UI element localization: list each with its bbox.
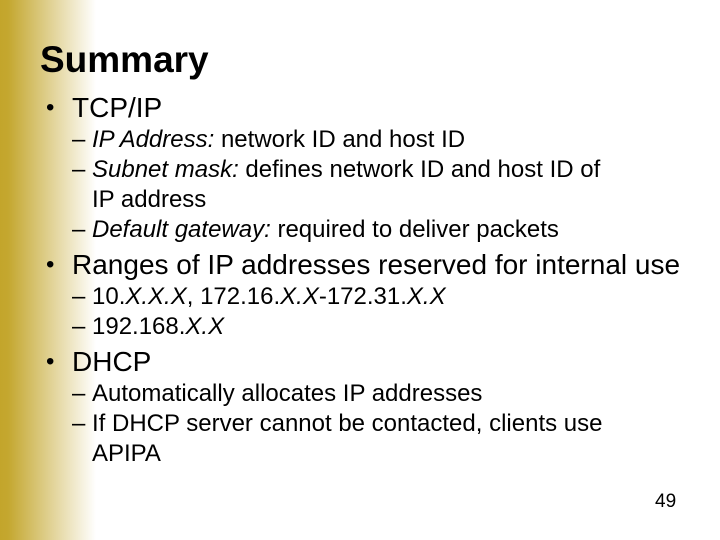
bullet-item-heading: • Ranges of IP addresses reserved for int… [0,248,720,282]
sub-bullet-item: – Default gateway: required to deliver p… [0,215,720,245]
text-segment: required to deliver packets [270,216,559,243]
sub-bullet-line: If DHCP server cannot be contacted, clie… [92,409,602,439]
bullet-block-dhcp: • DHCP – Automatically allocates IP addre… [0,345,720,469]
sub-bullet-line: Subnet mask: defines network ID and host… [92,155,600,185]
text-segment: network ID and host ID [214,126,466,153]
text-segment: 192.168. [92,313,186,340]
text-segment: X.X [185,313,225,340]
sub-bullet-text: 192.168.X.X [92,312,224,342]
text-segment: IP address [92,186,207,213]
sub-bullet-item: – Automatically allocates IP addresses [0,379,720,409]
heading-label: Ranges of IP addresses reserved for inte… [72,249,681,280]
sub-bullet-line: 10.X.X.X, 172.16.X.X-172.31.X.X [92,282,446,312]
bullet-icon: • [46,94,55,121]
sub-bullet-item: – 192.168.X.X [0,312,720,342]
dash-icon: – [72,380,86,407]
text-segment: defines network ID and host ID of [238,156,601,183]
sub-bullet-item: – If DHCP server cannot be contacted, cl… [0,409,720,469]
bullet-item-heading: • DHCP [0,345,720,379]
sub-bullet-text: IP Address: network ID and host ID [92,125,465,155]
sub-bullet-text: Automatically allocates IP addresses [92,379,482,409]
text-segment: Automatically allocates IP addresses [92,380,483,407]
bullet-item-heading: • TCP/IP [0,91,720,125]
left-gradient-bar [0,0,96,540]
sub-bullet-item: – Subnet mask: defines network ID and ho… [0,155,720,215]
heading-label: TCP/IP [72,92,163,123]
text-segment: IP Address: [92,126,215,153]
dash-icon: – [72,283,86,310]
dash-icon: – [72,313,86,340]
sub-bullet-item: – IP Address: network ID and host ID [0,125,720,155]
sub-bullet-text: Subnet mask: defines network ID and host… [92,155,600,215]
sub-bullet-line: 192.168.X.X [92,312,224,342]
dash-icon: – [72,126,86,153]
text-segment: X.X [406,283,446,310]
sub-bullet-line: Default gateway: required to deliver pac… [92,215,559,245]
dash-icon: – [72,216,86,243]
text-segment: Subnet mask: [92,156,239,183]
bullet-icon: • [46,251,55,278]
text-segment: 10. [92,283,126,310]
text-segment: APIPA [92,440,161,467]
dash-icon: – [72,410,86,437]
sub-bullet-text: 10.X.X.X, 172.16.X.X-172.31.X.X [92,282,446,312]
text-segment: , 172.16. [186,283,281,310]
dash-icon: – [72,156,86,183]
sub-bullet-item: – 10.X.X.X, 172.16.X.X-172.31.X.X [0,282,720,312]
bullet-block-ranges: • Ranges of IP addresses reserved for int… [0,248,720,342]
sub-bullet-line: Automatically allocates IP addresses [92,379,482,409]
sub-bullet-line: APIPA [92,439,602,469]
sub-bullet-text: Default gateway: required to deliver pac… [92,215,559,245]
bullet-icon: • [46,348,55,375]
text-segment: Default gateway: [92,216,271,243]
slide-title: Summary [40,39,209,80]
page-number: 49 [655,491,677,512]
text-segment: X.X [280,283,319,310]
sub-bullet-text: If DHCP server cannot be contacted, clie… [92,409,602,469]
bullet-block-tcpip: • TCP/IP – IP Address: network ID and hos… [0,91,720,245]
sub-bullet-line: IP address [92,185,600,215]
text-segment: X.X.X [125,283,187,310]
heading-label: DHCP [72,346,152,377]
text-segment: -172.31. [318,283,407,310]
sub-bullet-line: IP Address: network ID and host ID [92,125,465,155]
text-segment: If DHCP server cannot be contacted, clie… [92,410,603,437]
